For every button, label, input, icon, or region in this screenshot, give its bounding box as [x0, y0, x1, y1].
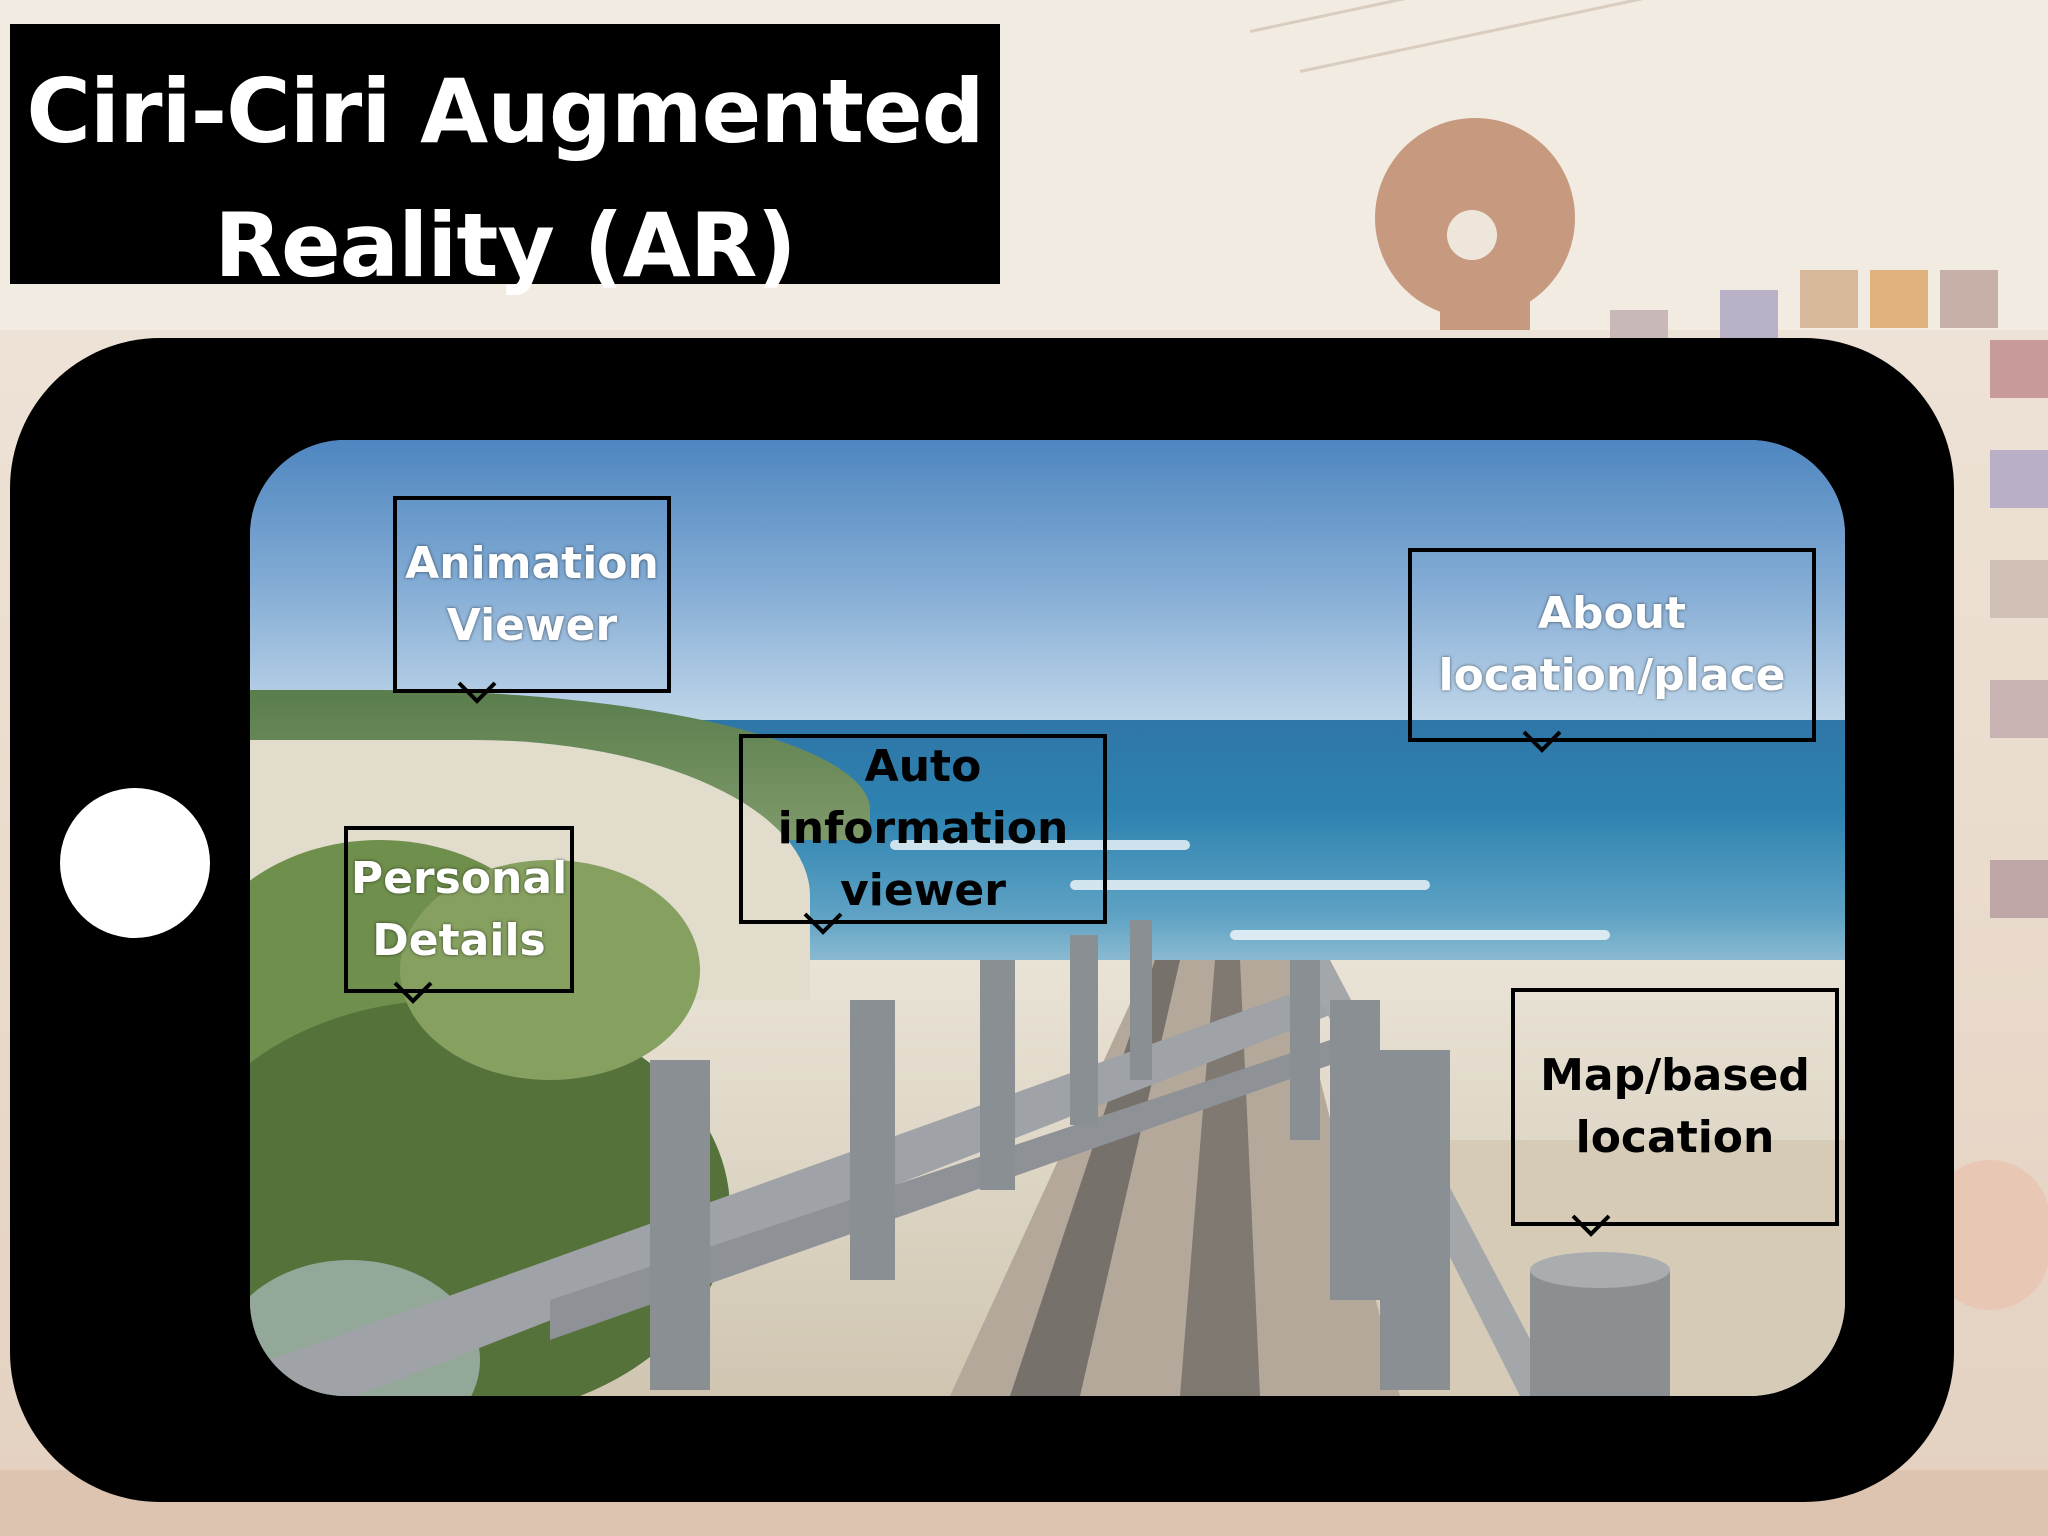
callout-animation-viewer-line-2: Viewer — [446, 599, 618, 651]
title-line-1: Ciri-Ciri Augmented — [26, 60, 984, 163]
callout-map-based-location: Map/based location — [1511, 988, 1839, 1237]
surf-wave — [1230, 930, 1610, 940]
callout-auto-information-viewer-line-1: Auto — [864, 741, 982, 792]
background-decoration — [1447, 210, 1497, 260]
callout-about-location: About location/place — [1408, 548, 1816, 753]
boardwalk — [270, 920, 1670, 1396]
callout-about-location-line-1: About — [1537, 588, 1687, 639]
background-decoration — [1440, 260, 1530, 330]
callout-auto-information-viewer-line-2: information — [777, 803, 1069, 854]
callout-animation-viewer: Animation Viewer — [393, 496, 671, 704]
callout-pointer — [457, 681, 497, 704]
callout-map-based-location-line-1: Map/based — [1540, 1050, 1810, 1101]
callout-animation-viewer-line-1: Animation — [405, 537, 659, 589]
background-tile — [1870, 270, 1928, 328]
callout-about-location-line-2: location/place — [1438, 650, 1786, 701]
callout-pointer — [803, 912, 843, 935]
callout-pointer — [393, 981, 433, 1004]
title-banner: Ciri-Ciri Augmented Reality (AR) — [10, 24, 1000, 290]
callout-personal-details: Personal Details — [344, 826, 574, 1004]
background-tile — [1800, 270, 1858, 328]
home-button-icon — [60, 788, 210, 938]
title-line-2: Reality (AR) — [214, 194, 797, 297]
callout-auto-information-viewer-line-3: viewer — [840, 865, 1006, 916]
background-tile — [1990, 450, 2048, 508]
background-tile — [1940, 270, 1998, 328]
surf-wave — [890, 840, 1190, 850]
surf-wave — [1070, 880, 1430, 890]
bush — [400, 860, 700, 1080]
callout-personal-details-line-2: Details — [372, 914, 546, 966]
callout-pointer — [1522, 730, 1562, 753]
callout-personal-details-line-1: Personal — [350, 852, 568, 904]
callout-auto-information-viewer: Auto information viewer — [739, 734, 1107, 935]
callout-pointer — [1571, 1214, 1611, 1237]
background-tile — [1990, 860, 2048, 918]
background-tile — [1990, 340, 2048, 398]
background-tile — [1990, 680, 2048, 738]
phone-screen — [250, 440, 1845, 1396]
callout-map-based-location-line-2: location — [1575, 1112, 1775, 1163]
background-tile — [1990, 560, 2048, 618]
